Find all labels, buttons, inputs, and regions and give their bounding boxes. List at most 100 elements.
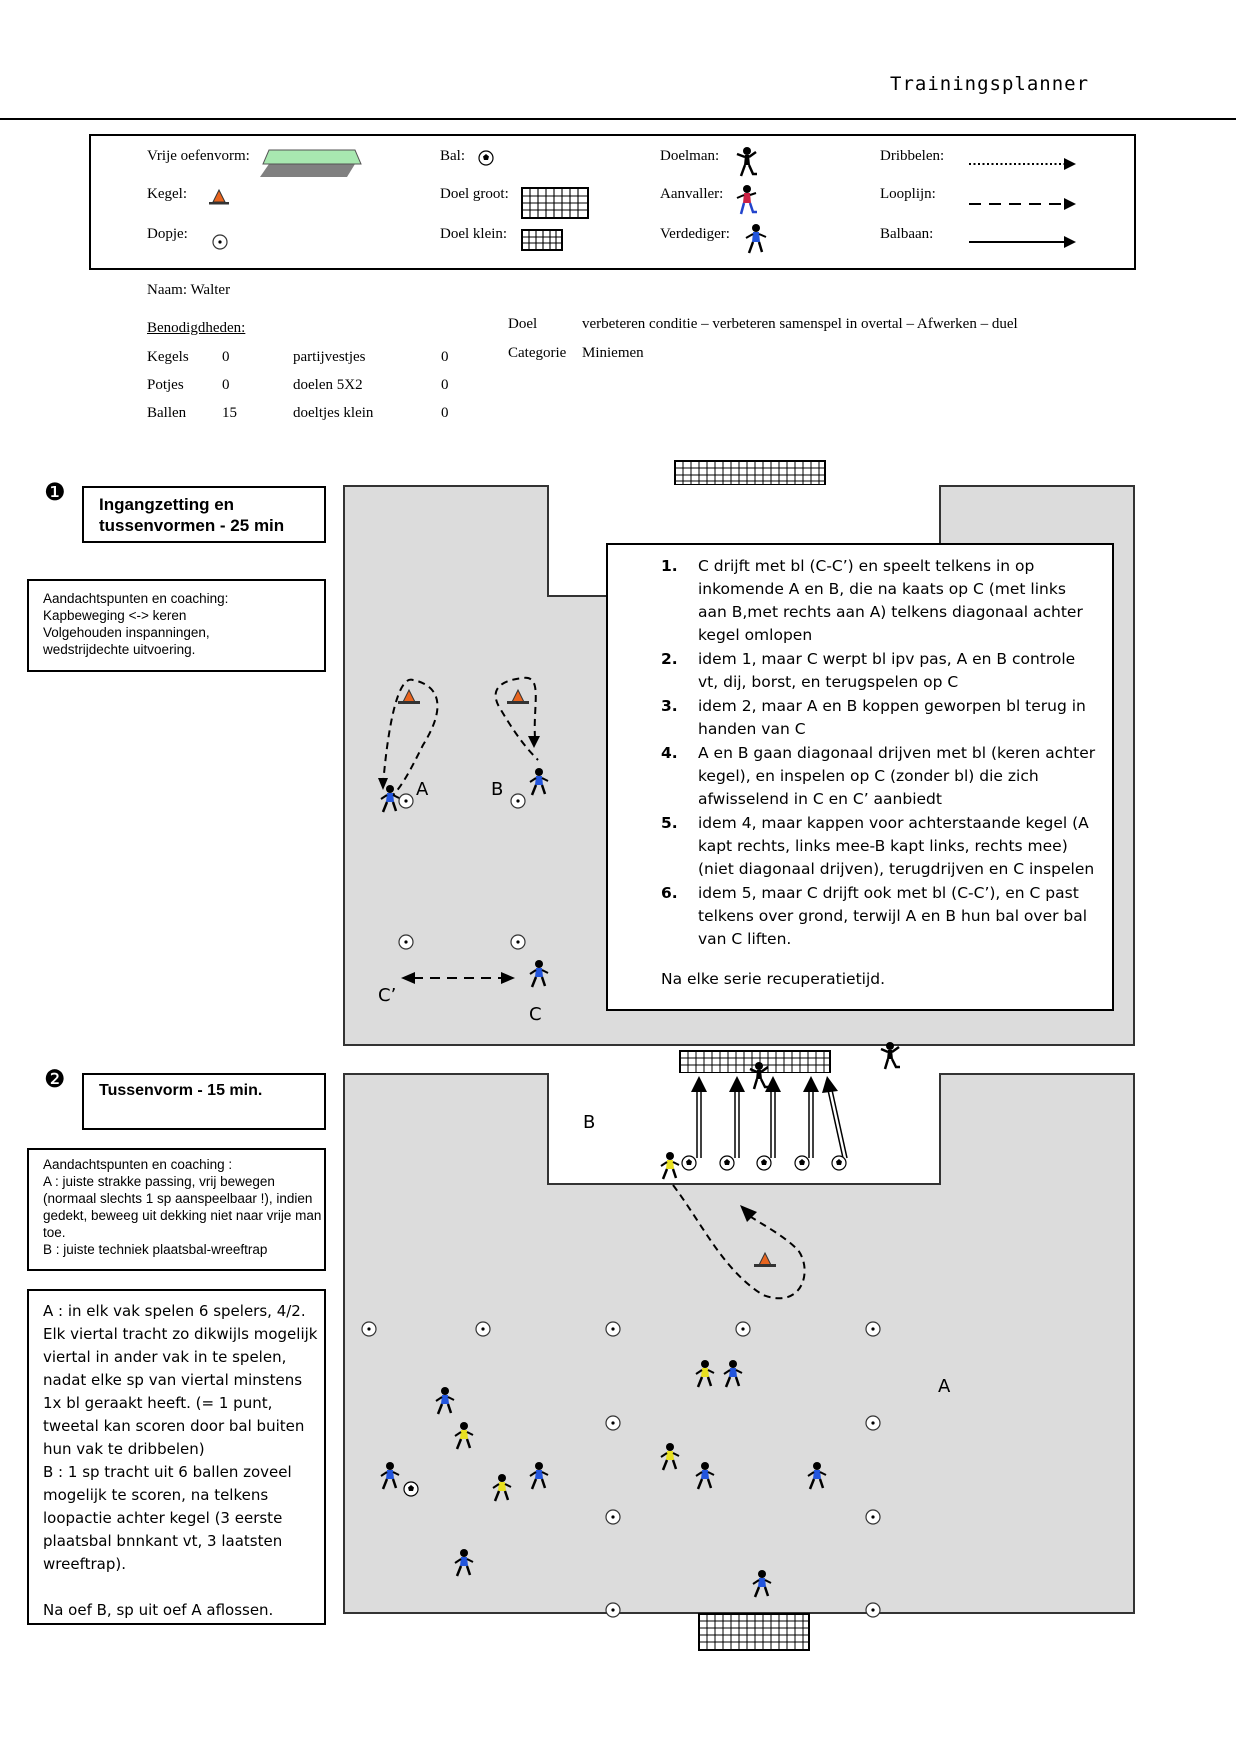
instruction-number: 6. (661, 884, 678, 902)
marker-icon (605, 1415, 621, 1431)
section-2-description-box: A : in elk vak spelen 6 spelers, 4/2. El… (27, 1289, 326, 1625)
zone-a-label: A (938, 1376, 951, 1397)
header-rule (0, 118, 1236, 120)
goalkeeper-icon (880, 1042, 900, 1070)
material-qty: 0 (222, 349, 230, 365)
ball-icon (478, 150, 494, 166)
run-line-arrow-icon (969, 198, 1076, 210)
legend-doel-klein: Doel klein: (440, 226, 508, 242)
instruction-number: 4. (661, 744, 678, 762)
player-c-icon (529, 960, 549, 988)
material-name-2: doeltjes klein (293, 405, 374, 421)
goalkeeper-icon (736, 147, 757, 177)
section-2-coaching-box: Aandachtspunten en coaching : A : juiste… (27, 1148, 326, 1271)
instruction-item: 2.idem 1, maar C werpt bl ipv pas, A en … (661, 648, 1096, 694)
material-name: Kegels (147, 349, 189, 365)
section-1-instructions-box: 1. C drijft met bl (C-C’) en speelt telke… (606, 543, 1114, 1011)
legend-aanvaller: Aanvaller: (660, 186, 724, 202)
material-name-2: partijvestjes (293, 349, 366, 365)
instruction-text: idem 4, maar kappen voor achterstaande k… (698, 814, 1095, 878)
material-qty: 15 (222, 405, 237, 421)
instruction-number: 3. (661, 697, 678, 715)
section-1-title: Ingangzetting en tussenvormen - 25 min (99, 495, 285, 535)
materials-heading: Benodigdheden: (147, 320, 246, 336)
marker-icon (475, 1321, 491, 1337)
legend-doelman: Doelman: (660, 148, 720, 164)
marker-icon (510, 793, 526, 809)
attacker-icon (736, 185, 757, 215)
instruction-text: idem 5, maar C drijft ook met bl (C-C’),… (698, 884, 1088, 948)
player-yellow-icon (492, 1474, 512, 1502)
large-goal-icon (521, 187, 589, 219)
ball-icon (681, 1155, 697, 1171)
marker-icon (398, 934, 414, 950)
legend-dribbelen: Dribbelen: (880, 148, 945, 164)
section-1-coaching-box: Aandachtspunten en coaching: Kapbeweging… (27, 579, 326, 672)
marker-icon (865, 1602, 881, 1618)
instruction-text: C drijft met bl (C-C’) en speelt telkens… (698, 557, 1083, 644)
player-blue-icon (723, 1360, 743, 1388)
section-1-goal-icon (674, 460, 826, 486)
marker-icon (865, 1321, 881, 1337)
material-name-2: doelen 5X2 (293, 377, 363, 393)
section-2-coaching: Aandachtspunten en coaching : A : juiste… (43, 1157, 322, 1257)
player-blue-icon (695, 1462, 715, 1490)
player-yellow-icon (660, 1443, 680, 1471)
marker-icon (212, 234, 228, 250)
marker-icon (510, 934, 526, 950)
player-blue-icon (807, 1462, 827, 1490)
player-b-icon (529, 768, 549, 796)
player-blue-icon (435, 1387, 455, 1415)
section-1-title-box: Ingangzetting en tussenvormen - 25 min (82, 486, 326, 543)
section-1-coaching: Aandachtspunten en coaching: Kapbeweging… (43, 591, 229, 657)
marker-icon (398, 793, 414, 809)
material-name: Ballen (147, 405, 187, 421)
ball-icon (756, 1155, 772, 1171)
ball-path-arrow-icon (969, 236, 1076, 248)
legend-balbaan: Balbaan: (880, 226, 934, 242)
zone-b-label: B (583, 1112, 596, 1133)
material-qty: 0 (222, 377, 230, 393)
section-2-title: Tussenvorm - 15 min. (99, 1082, 263, 1099)
coach-name: Naam: Walter (147, 282, 231, 298)
label-c: C (529, 1004, 542, 1025)
section-2-diagram (361, 1042, 900, 1618)
instructions-footer: Na elke serie recuperatietijd. (661, 970, 886, 988)
label-a: A (416, 779, 429, 800)
materials-row-2: Potjes 0 doelen 5X2 0 (147, 377, 467, 397)
cone-b-icon (507, 688, 529, 704)
marker-icon (865, 1509, 881, 1525)
material-qty-2: 0 (441, 405, 449, 421)
player-blue-icon (752, 1570, 772, 1598)
category-value: Miniemen (582, 345, 644, 361)
instruction-item: 3.idem 2, maar A en B koppen geworpen bl… (661, 695, 1096, 741)
player-a-icon (380, 785, 400, 813)
section-2-description: A : in elk vak spelen 6 spelers, 4/2. El… (43, 1302, 318, 1619)
goalkeeper-icon (749, 1062, 769, 1090)
dribble-arrow-icon (969, 158, 1076, 170)
player-blue-icon (529, 1462, 549, 1490)
ball-icon (403, 1481, 419, 1497)
ball-icon (794, 1155, 810, 1171)
cone-icon (209, 188, 229, 205)
cone-a-icon (398, 688, 420, 704)
marker-icon (605, 1509, 621, 1525)
marker-icon (605, 1602, 621, 1618)
instruction-item: 5.idem 4, maar kappen voor achterstaande… (661, 812, 1096, 881)
marker-icon (605, 1321, 621, 1337)
legend-vrije-oefenvorm: Vrije oefenvorm: (147, 148, 250, 164)
free-form-icon (260, 149, 362, 177)
legend-bal: Bal: (440, 148, 465, 164)
legend-verdediger: Verdediger: (660, 226, 730, 242)
material-qty-2: 0 (441, 349, 449, 365)
section-1-diagram (378, 676, 549, 988)
instruction-number: 1. (661, 557, 678, 575)
legend-dopje: Dopje: (147, 226, 188, 242)
section-2-bullet: ❷ (44, 1065, 66, 1093)
goal-label: Doel (508, 316, 538, 332)
legend-doel-groot: Doel groot: (440, 186, 509, 202)
material-qty-2: 0 (441, 377, 449, 393)
instruction-number: 2. (661, 650, 678, 668)
materials-row-1: Kegels 0 partijvestjes 0 (147, 349, 467, 369)
defender-icon (745, 224, 767, 254)
